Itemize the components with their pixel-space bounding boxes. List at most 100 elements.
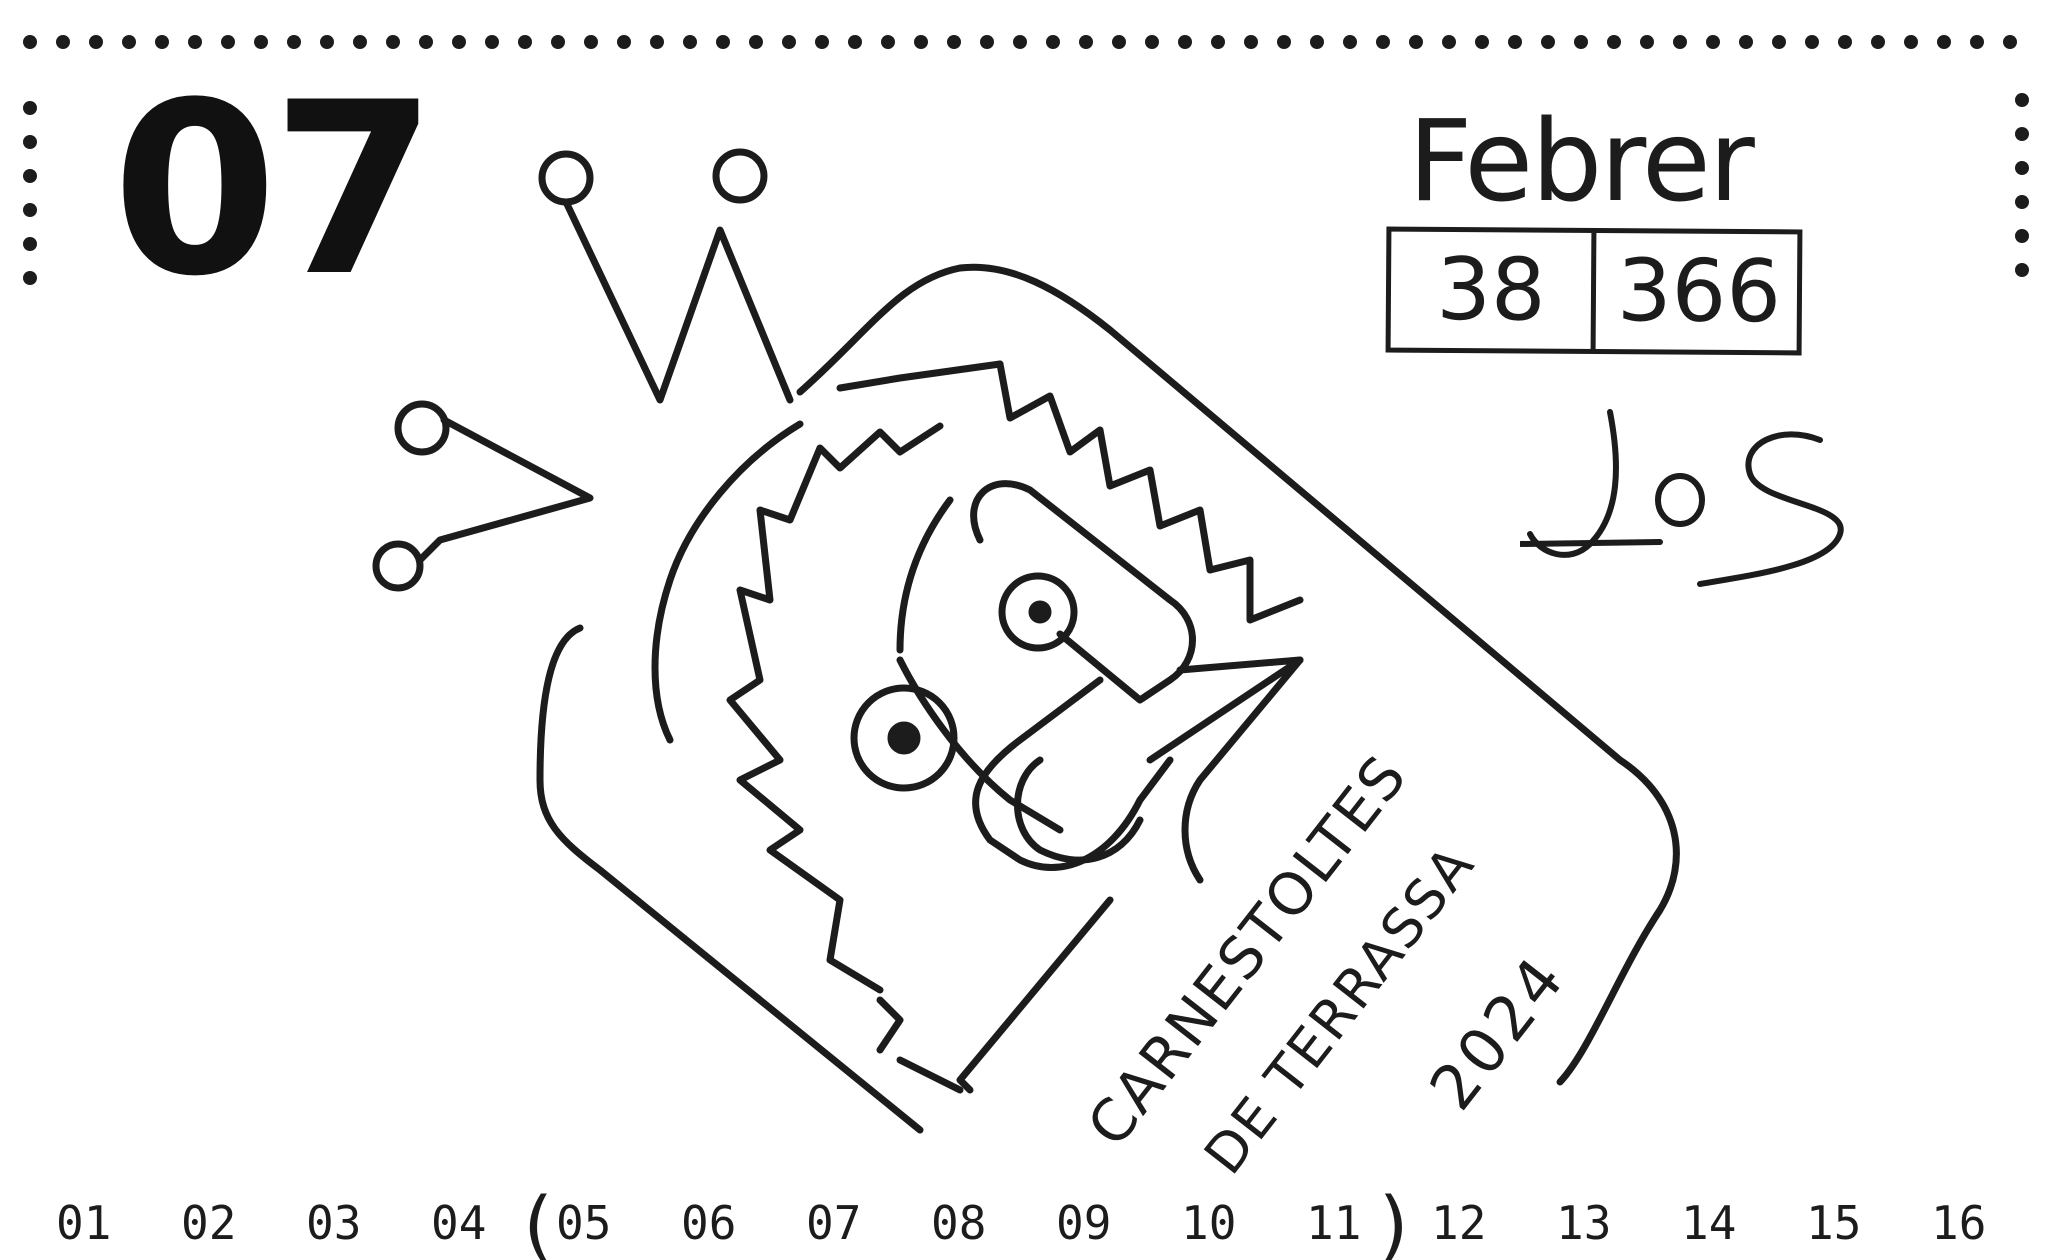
perforation-dot [1937, 35, 1951, 49]
perforation-dot [1970, 35, 1984, 49]
perforation-dot [1178, 35, 1192, 49]
day-of-year-counter: 38 366 [1385, 226, 1803, 356]
strip-day: 12 [1431, 1196, 1487, 1250]
perforation-dot [56, 35, 70, 49]
week-bracket-close: ) [1372, 1180, 1418, 1260]
perforation-dot [386, 35, 400, 49]
perforation-dot [23, 169, 37, 183]
strip-day: 10 [1181, 1196, 1237, 1250]
perforation-dot [1310, 35, 1324, 49]
perforation-dot [881, 35, 895, 49]
perforation-dot [2015, 93, 2029, 107]
perforation-dot [1079, 35, 1093, 49]
perforation-dot [1574, 35, 1588, 49]
perforation-dot [1871, 35, 1885, 49]
perforation-dot [1838, 35, 1852, 49]
strip-day: 07 [806, 1196, 862, 1250]
strip-day: 02 [181, 1196, 237, 1250]
strip-day: 14 [1681, 1196, 1737, 1250]
perforation-dot [584, 35, 598, 49]
month-name: Febrer [1408, 97, 1755, 227]
day-number: 07 [112, 52, 437, 329]
strip-day: 04 [431, 1196, 487, 1250]
day-strip: 01 02 03 04 05 06 07 08 09 10 11 12 13 14 15 16 () [48, 1180, 2008, 1260]
strip-day: 05 [556, 1196, 612, 1250]
days-in-year: 366 [1590, 232, 1803, 351]
perforation-dot [23, 101, 37, 115]
perforation-dot [452, 35, 466, 49]
perforation-dot [980, 35, 994, 49]
perforation-dot [1145, 35, 1159, 49]
perforation-dot [1607, 35, 1621, 49]
perforation-dot [1244, 35, 1258, 49]
perforation-dot [2015, 263, 2029, 277]
perforation-dot [815, 35, 829, 49]
perforation-dot [89, 35, 103, 49]
perforation-dot [23, 203, 37, 217]
perforation-dot [221, 35, 235, 49]
perforation-dot [716, 35, 730, 49]
perforation-dot [353, 35, 367, 49]
perforation-dot [650, 35, 664, 49]
perforation-dot [2015, 195, 2029, 209]
strip-day: 11 [1306, 1196, 1362, 1250]
perforation-dot [2003, 35, 2017, 49]
perforation-dot [914, 35, 928, 49]
strip-day: 15 [1806, 1196, 1862, 1250]
strip-day: 16 [1931, 1196, 1987, 1250]
perforation-dot [1376, 35, 1390, 49]
perforation-dot [749, 35, 763, 49]
perforation-dot [848, 35, 862, 49]
perforation-dot [23, 237, 37, 251]
perforation-dot [1343, 35, 1357, 49]
perforation-dot [1013, 35, 1027, 49]
perforation-dot [2015, 127, 2029, 141]
perforation-dot [23, 35, 37, 49]
strip-day: 08 [931, 1196, 987, 1250]
perforation-dot [1409, 35, 1423, 49]
perforation-dot [1739, 35, 1753, 49]
perforation-dot [1673, 35, 1687, 49]
strip-day: 01 [56, 1196, 112, 1250]
week-bracket-open: ( [514, 1180, 560, 1260]
perforation-dot [2015, 161, 2029, 175]
perforation-dot [1277, 35, 1291, 49]
perforation-dot [1805, 35, 1819, 49]
strip-day: 13 [1556, 1196, 1612, 1250]
perforation-dot [1442, 35, 1456, 49]
day-of-year: 38 [1435, 239, 1547, 341]
perforation-dot [485, 35, 499, 49]
perforation-dot [1706, 35, 1720, 49]
perforation-dot [320, 35, 334, 49]
perforation-dot [518, 35, 532, 49]
strip-day: 06 [681, 1196, 737, 1250]
perforation-dot [23, 271, 37, 285]
perforation-dot [155, 35, 169, 49]
perforation-dot [1640, 35, 1654, 49]
perforation-dot [617, 35, 631, 49]
perforation-dot [1541, 35, 1555, 49]
perforation-dot [1904, 35, 1918, 49]
perforation-dot [254, 35, 268, 49]
strip-day: 03 [306, 1196, 362, 1250]
perforation-dot [188, 35, 202, 49]
signature-icon [1520, 409, 1844, 587]
perforation-dot [1508, 35, 1522, 49]
perforation-dot [551, 35, 565, 49]
strip-day: 09 [1056, 1196, 1112, 1250]
perforation-dot [947, 35, 961, 49]
perforation-dot [1046, 35, 1060, 49]
perforation-dot [23, 135, 37, 149]
perforation-dot [287, 35, 301, 49]
perforation-dot [1112, 35, 1126, 49]
perforation-dot [2015, 229, 2029, 243]
perforation-dot [1772, 35, 1786, 49]
perforation-dot [419, 35, 433, 49]
perforation-dot [1211, 35, 1225, 49]
perforation-dot [1475, 35, 1489, 49]
perforation-dot [122, 35, 136, 49]
perforation-dot [683, 35, 697, 49]
